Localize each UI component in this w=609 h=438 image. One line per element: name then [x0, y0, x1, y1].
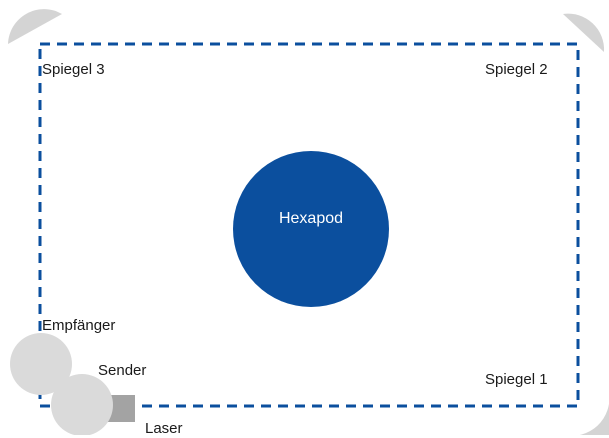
- beam-path-frame: [38, 42, 580, 408]
- mirror-1-label: Spiegel 1: [485, 371, 548, 388]
- receiver-circle: [10, 333, 72, 395]
- mirror-3-shape: [8, 9, 62, 44]
- sender-circle: [51, 374, 113, 435]
- mirror-3-label: Spiegel 3: [42, 61, 105, 78]
- mirror-2-shape: [563, 13, 605, 52]
- mirror-1-shape: [563, 392, 609, 435]
- laser-label: Laser: [145, 420, 183, 437]
- mirror-2-label: Spiegel 2: [485, 61, 548, 78]
- hexapod-circle: [233, 151, 389, 307]
- sender-label: Sender: [98, 362, 147, 379]
- receiver-label: Empfänger: [42, 317, 116, 334]
- hexapod-label: Hexapod: [278, 210, 344, 227]
